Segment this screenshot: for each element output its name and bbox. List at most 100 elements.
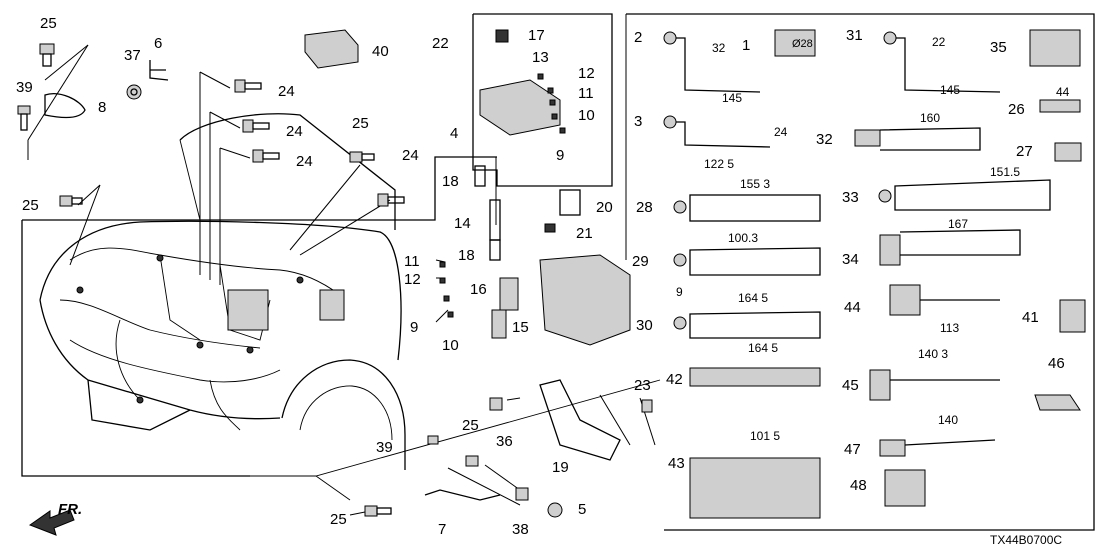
bolt-25-left-icon	[59, 195, 83, 207]
callout-9-b: 9	[410, 319, 418, 336]
callout-17: 17	[528, 27, 545, 44]
dim-155-3: 155 3	[740, 177, 770, 191]
callout-16: 16	[470, 281, 487, 298]
callout-25-a: 25	[40, 15, 57, 32]
callout-44: 44	[844, 299, 861, 316]
callout-3: 3	[634, 113, 642, 130]
callout-47: 47	[844, 441, 861, 458]
clip-28-icon	[673, 194, 821, 222]
bolt-25-mid-icon	[349, 151, 375, 163]
callout-9-a: 9	[556, 147, 564, 164]
callout-10-b: 10	[442, 337, 459, 354]
callout-43: 43	[668, 455, 685, 472]
callout-22: 22	[432, 35, 449, 52]
callout-28: 28	[636, 199, 653, 216]
frames	[21, 13, 1095, 531]
callout-10-a: 10	[578, 107, 595, 124]
callout-25-b: 25	[352, 115, 369, 132]
callout-13: 13	[532, 49, 549, 66]
callout-30: 30	[636, 317, 653, 334]
callout-31: 31	[846, 27, 863, 44]
callout-24-c: 24	[296, 153, 313, 170]
clip-45-icon	[869, 369, 1000, 401]
callout-25-e: 25	[330, 511, 347, 528]
clip-34-icon	[879, 229, 1021, 266]
callout-48: 48	[850, 477, 867, 494]
callout-40: 40	[372, 43, 389, 60]
callout-39: 39	[16, 79, 33, 96]
callout-45: 45	[842, 377, 859, 394]
clip-3-icon	[663, 115, 771, 148]
callout-29: 29	[632, 253, 649, 270]
callout-39-b: 39	[376, 439, 393, 456]
callout-21: 21	[576, 225, 593, 242]
callout-25-c: 25	[22, 197, 39, 214]
callout-25-d: 25	[462, 417, 479, 434]
tie-43-icon	[689, 457, 821, 519]
callout-38: 38	[512, 521, 529, 538]
parts-clips	[663, 29, 1086, 519]
callout-42: 42	[666, 371, 683, 388]
direction-label: FR.	[58, 501, 82, 518]
callout-5: 5	[578, 501, 586, 518]
front-direction-arrow-icon	[28, 509, 75, 536]
callout-32: 32	[816, 131, 833, 148]
callout-33: 33	[842, 189, 859, 206]
clip-41-icon	[1059, 299, 1086, 333]
dim-167: 167	[948, 217, 968, 231]
callout-23: 23	[634, 377, 651, 394]
callout-18-b: 18	[458, 247, 475, 264]
dim-24: 24	[774, 125, 788, 139]
tie-42-icon	[689, 367, 821, 387]
callout-41: 41	[1022, 309, 1039, 326]
dim-145-a: 145	[722, 91, 742, 105]
callout-19: 19	[552, 459, 569, 476]
clip-31-icon	[883, 31, 1001, 93]
clip-48-icon	[884, 469, 926, 507]
callout-35: 35	[990, 39, 1007, 56]
bolt-24-a-icon	[234, 79, 262, 93]
dim-44: 44	[1056, 85, 1070, 99]
bracket-6-icon	[149, 60, 169, 81]
callout-34: 34	[842, 251, 859, 268]
connector-35-icon	[1029, 29, 1081, 67]
callout-20: 20	[596, 199, 613, 216]
callout-8: 8	[98, 99, 106, 116]
clip-46-icon	[1034, 394, 1081, 411]
callout-24-a: 24	[278, 83, 295, 100]
bolt-39-icon	[17, 105, 31, 131]
dim-122-5: 122 5	[704, 157, 734, 171]
clip-2-icon	[663, 31, 761, 93]
callout-18-a: 18	[442, 173, 459, 190]
callout-14: 14	[454, 215, 471, 232]
dim-32: 32	[712, 41, 726, 55]
callout-4: 4	[450, 125, 458, 142]
dim-151-5: 151.5	[990, 165, 1020, 179]
nut-37-icon	[126, 84, 142, 100]
clip-27-icon	[1054, 142, 1082, 162]
dim-113: 113	[940, 321, 959, 335]
clip-33-icon	[878, 179, 1051, 211]
dim-028: Ø28	[792, 38, 813, 50]
callout-46: 46	[1048, 355, 1065, 372]
dim-164-5-a: 164 5	[738, 291, 768, 305]
callout-24-d: 24	[402, 147, 419, 164]
callout-26: 26	[1008, 101, 1025, 118]
clip-26-icon	[1039, 99, 1081, 113]
dim-140-3: 140 3	[918, 347, 948, 361]
bolt-24-c-icon	[252, 149, 280, 163]
clip-30-icon	[673, 311, 821, 339]
clip-29-icon	[673, 247, 821, 276]
vehicle-engine-bay	[39, 113, 406, 470]
dim-160: 160	[920, 111, 940, 125]
parts-fuse-box	[424, 29, 653, 518]
callout-24-b: 24	[286, 123, 303, 140]
dim-101-5: 101 5	[750, 429, 780, 443]
bolt-25-bottom-icon	[364, 505, 392, 517]
clip-47-icon	[879, 439, 996, 457]
callout-27: 27	[1016, 143, 1033, 160]
callout-1: 1	[742, 37, 750, 54]
callout-11-b: 11	[404, 253, 420, 270]
callout-7: 7	[438, 521, 446, 538]
